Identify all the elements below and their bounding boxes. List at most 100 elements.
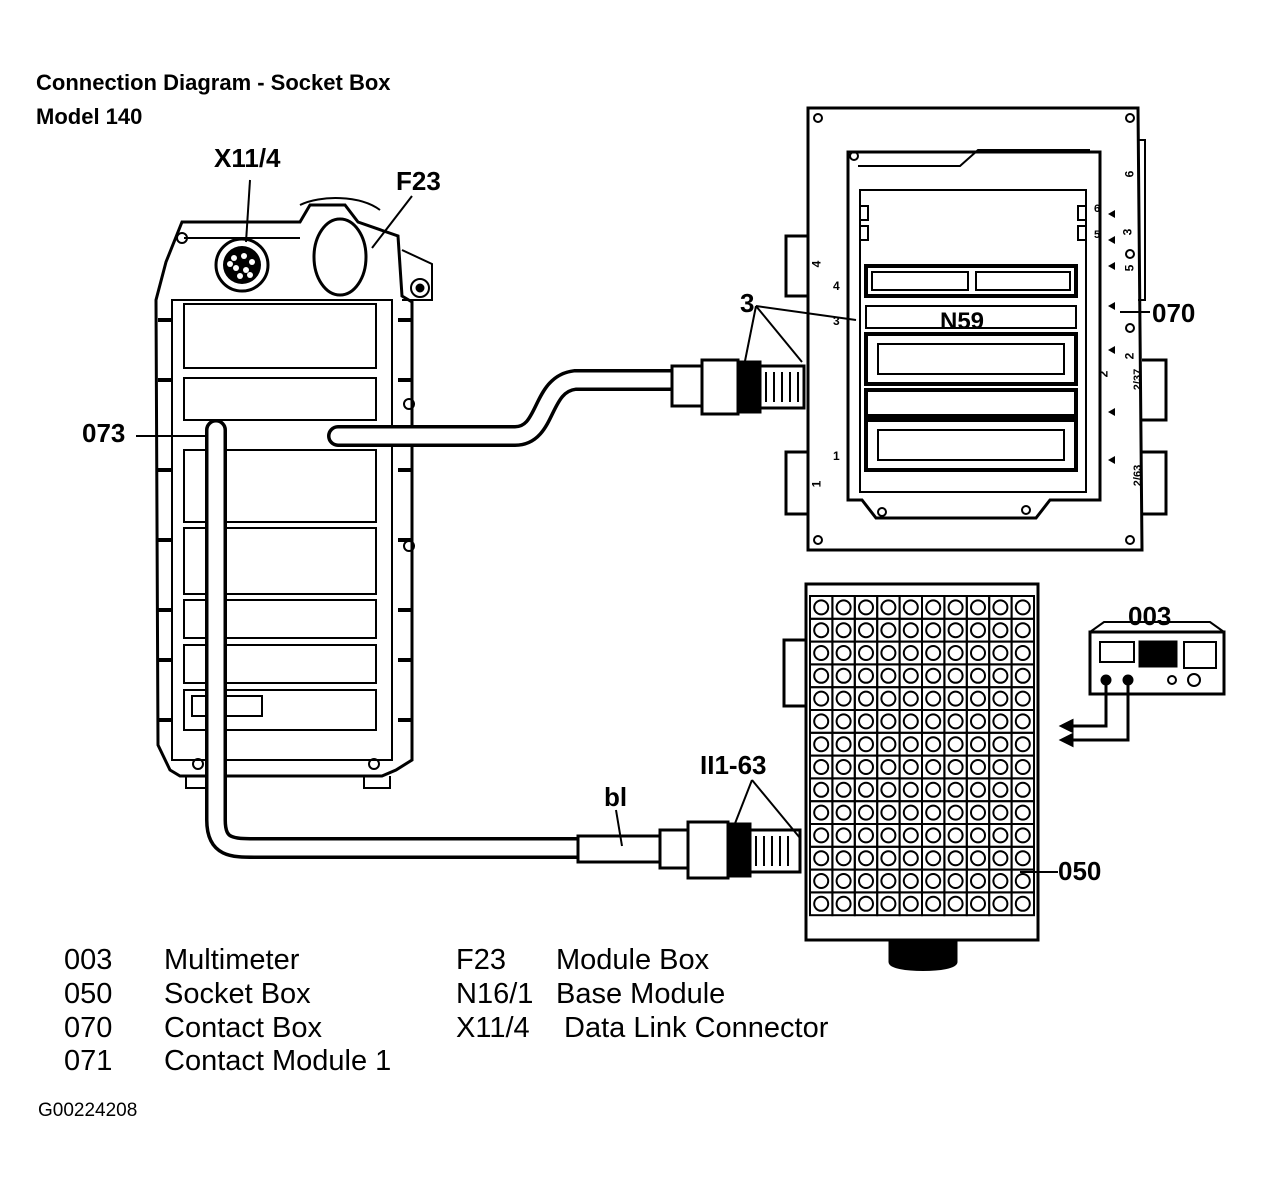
socket-jack: [835, 690, 852, 707]
socket-jack: [813, 599, 830, 616]
socket-jack: [925, 804, 942, 821]
socket-jack: [1014, 690, 1031, 707]
contact-box-pin-6: 6: [1094, 203, 1101, 215]
socket-jack: [858, 850, 874, 867]
figure-code: G00224208: [38, 1100, 138, 1121]
legend-label: Multimeter: [164, 944, 300, 976]
callout-073: 073: [82, 418, 126, 448]
socket-jack: [947, 759, 964, 775]
socket-jack: [992, 781, 1009, 798]
socket-jack: [880, 895, 897, 912]
socket-jack: [947, 599, 964, 616]
callout-050: 050: [1058, 856, 1102, 886]
socket-jack: [970, 622, 986, 639]
socket-jack: [925, 713, 942, 730]
contact-box-pin-3: 3: [833, 314, 840, 328]
socket-jack: [925, 827, 942, 844]
contact-box-mark-6: 6: [1122, 170, 1137, 178]
socket-jack: [970, 690, 986, 707]
socket-jack: [970, 804, 986, 821]
socket-jack: [880, 804, 897, 821]
legend-code: 070: [64, 1012, 113, 1044]
socket-jack: [902, 895, 919, 912]
socket-jack: [925, 850, 942, 867]
socket-jack: [880, 622, 897, 639]
socket-jack: [858, 781, 874, 798]
socket-jack: [858, 827, 874, 844]
module-box-f23: [154, 197, 433, 789]
socket-jack: [992, 759, 1009, 775]
socket-jack: [835, 759, 852, 775]
contact-box-range-2-37: 2/37: [1132, 368, 1145, 391]
socket-jack: [1014, 827, 1031, 844]
socket-box-grid: [809, 595, 1035, 917]
socket-jack: [858, 804, 874, 821]
socket-jack: [835, 781, 852, 798]
lower-plug: [576, 820, 802, 880]
socket-jack: [925, 759, 942, 775]
socket-jack: [858, 873, 874, 889]
socket-jack: [880, 759, 897, 775]
socket-jack: [858, 713, 874, 730]
socket-jack: [970, 827, 986, 844]
socket-jack: [970, 895, 986, 912]
socket-jack: [925, 645, 942, 661]
socket-jack: [1014, 873, 1031, 889]
contact-box-mark-2: 2: [1122, 352, 1137, 360]
socket-jack: [813, 622, 830, 639]
socket-jack: [880, 713, 897, 730]
callout-070: 070: [1152, 298, 1196, 328]
socket-jack: [947, 827, 964, 844]
socket-jack: [925, 736, 942, 753]
upper-cable: [327, 369, 686, 447]
diagram-title: Connection Diagram - Socket Box: [36, 70, 391, 95]
multimeter-003: [1058, 621, 1226, 748]
socket-jack: [880, 781, 897, 798]
socket-jack: [858, 645, 874, 661]
socket-jack: [858, 622, 874, 639]
socket-jack: [1014, 713, 1031, 730]
contact-box-pin-2: 2: [1096, 370, 1111, 378]
socket-jack: [947, 622, 964, 639]
callout-f23: F23: [396, 166, 441, 196]
socket-jack: [858, 667, 874, 684]
contact-box-mark-4: 4: [809, 260, 824, 268]
socket-jack: [835, 804, 852, 821]
socket-jack: [880, 667, 897, 684]
contact-box-pin-5: 5: [1094, 229, 1101, 241]
socket-jack: [1014, 736, 1031, 753]
socket-jack: [835, 622, 852, 639]
socket-jack: [835, 736, 852, 753]
legend-code: F23: [456, 944, 506, 976]
socket-jack: [1014, 804, 1031, 821]
callout-bl: bl: [604, 782, 628, 812]
socket-jack: [880, 873, 897, 889]
socket-jack: [902, 781, 919, 798]
socket-jack: [947, 690, 964, 707]
socket-jack: [947, 873, 964, 889]
legend-label: Contact Box: [164, 1012, 322, 1044]
socket-jack: [813, 850, 830, 867]
callout-x11-4: X11/4: [214, 143, 281, 173]
legend-code: 071: [64, 1045, 113, 1077]
socket-jack: [902, 736, 919, 753]
legend-code: 003: [64, 944, 113, 976]
socket-jack: [880, 850, 897, 867]
socket-jack: [992, 827, 1009, 844]
socket-jack: [813, 873, 830, 889]
socket-jack: [813, 804, 830, 821]
socket-jack: [925, 895, 942, 912]
socket-jack: [902, 667, 919, 684]
socket-jack: [902, 759, 919, 775]
upper-plug: [670, 358, 806, 416]
socket-jack: [858, 759, 874, 775]
socket-jack: [970, 781, 986, 798]
socket-jack: [902, 827, 919, 844]
socket-jack: [992, 895, 1009, 912]
socket-jack: [902, 850, 919, 867]
socket-jack: [902, 645, 919, 661]
legend-code: 050: [64, 978, 113, 1010]
socket-jack: [992, 736, 1009, 753]
socket-jack: [813, 895, 830, 912]
